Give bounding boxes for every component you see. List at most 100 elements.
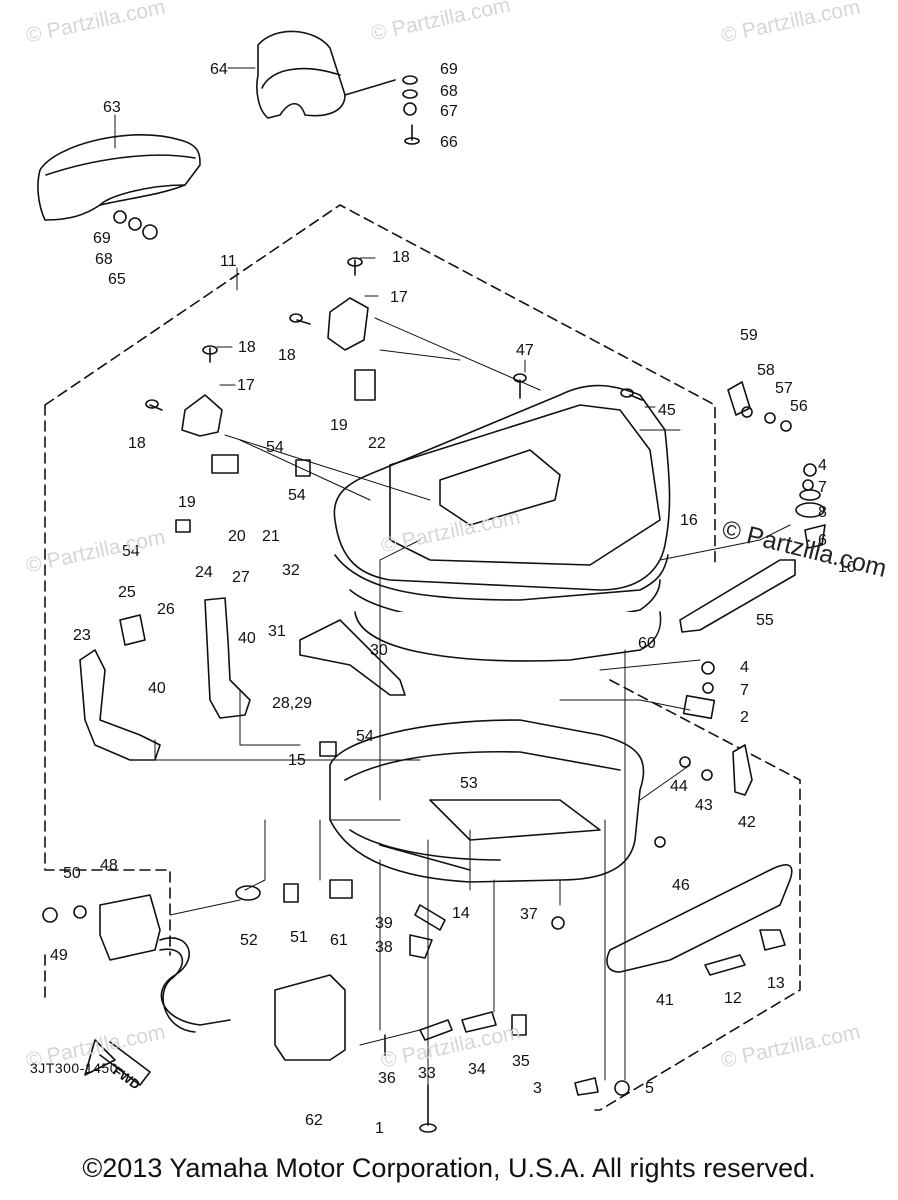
label-26: 26: [157, 601, 175, 618]
part-17-hinge-b: [327, 297, 369, 351]
label-10: 10: [838, 559, 856, 576]
lid-shell: [333, 384, 671, 626]
label-4: 4: [818, 457, 827, 474]
label-68: 68: [95, 251, 113, 268]
label-65: 65: [108, 271, 126, 288]
label-52: 52: [240, 932, 258, 949]
label-69: 69: [93, 230, 111, 247]
part-28-29-bracket: [299, 619, 406, 696]
label-34: 34: [468, 1061, 486, 1078]
label-67: 67: [440, 103, 458, 120]
label-17: 17: [237, 377, 255, 394]
label-40: 40: [148, 680, 166, 697]
fwd-arrow-icon: [84, 1039, 151, 1086]
label-54: 54: [266, 439, 284, 456]
label-60: 60: [638, 635, 656, 652]
label-64: 64: [210, 61, 228, 78]
label-51: 51: [290, 929, 308, 946]
label-6: 6: [818, 532, 827, 549]
label-5: 5: [645, 1080, 654, 1097]
label-7: 7: [818, 479, 827, 496]
label-15: 15: [288, 752, 306, 769]
label-30: 30: [370, 642, 388, 659]
label-23: 23: [73, 627, 91, 644]
label-25: 25: [118, 584, 136, 601]
label-66: 66: [440, 134, 458, 151]
label-14: 14: [452, 905, 470, 922]
label-57: 57: [775, 380, 793, 397]
part-41-trim: [606, 864, 793, 973]
label-7: 7: [740, 682, 749, 699]
part-63-top-pad: [37, 134, 201, 221]
copyright-notice: ©2013 Yamaha Motor Corporation, U.S.A. A…: [82, 1153, 816, 1183]
label-54: 54: [122, 543, 140, 560]
label-38: 38: [375, 939, 393, 956]
label-17: 17: [390, 289, 408, 306]
label-45: 45: [658, 402, 676, 419]
label-18: 18: [128, 435, 146, 452]
label-11: 11: [220, 253, 237, 270]
label-32: 32: [282, 562, 300, 579]
label-19: 19: [178, 494, 196, 511]
label-61: 61: [330, 932, 348, 949]
label-59: 59: [740, 327, 758, 344]
label-54: 54: [356, 728, 374, 745]
part-labels: 1 2 3 4 4 5 6 7 7 8 10 11 12 13 14 15 16…: [50, 61, 856, 1137]
base-tray: [329, 719, 645, 883]
part-62-cover: [274, 974, 346, 1061]
label-24: 24: [195, 564, 213, 581]
label-27: 27: [232, 569, 250, 586]
label-4: 4: [740, 659, 749, 676]
label-19: 19: [330, 417, 348, 434]
label-62: 62: [305, 1112, 323, 1129]
label-18: 18: [238, 339, 256, 356]
label-21: 21: [262, 528, 280, 545]
part-48-tail-light: [99, 894, 231, 1033]
label-31: 31: [268, 623, 286, 640]
label-3: 3: [533, 1080, 542, 1097]
assembly-boundary: [44, 204, 801, 1111]
label-16: 16: [680, 512, 698, 529]
label-56: 56: [790, 398, 808, 415]
label-22: 22: [368, 435, 386, 452]
label-39: 39: [375, 915, 393, 932]
part-60-trim: [354, 611, 662, 662]
label-35: 35: [512, 1053, 530, 1070]
part-24-bracket: [204, 597, 251, 719]
label-8: 8: [818, 504, 827, 521]
label-44: 44: [670, 778, 688, 795]
label-41: 41: [656, 992, 674, 1009]
part-55-strip: [679, 559, 796, 633]
part-23-bracket: [79, 649, 161, 761]
label-49: 49: [50, 947, 68, 964]
label-48: 48: [100, 857, 118, 874]
label-18: 18: [278, 347, 296, 364]
label-43: 43: [695, 797, 713, 814]
diagram-code: 3JT300-1450: [30, 1060, 119, 1076]
part-64-backrest: [256, 30, 396, 119]
label-28-29: 28,29: [272, 695, 312, 712]
label-68: 68: [440, 83, 458, 100]
leader-lines: [114, 67, 791, 1086]
label-55: 55: [756, 612, 774, 629]
label-46: 46: [672, 877, 690, 894]
label-63: 63: [103, 99, 121, 116]
label-42: 42: [738, 814, 756, 831]
label-20: 20: [228, 528, 246, 545]
label-54: 54: [288, 487, 306, 504]
label-37: 37: [520, 906, 538, 923]
label-1: 1: [375, 1120, 384, 1137]
label-58: 58: [757, 362, 775, 379]
label-12: 12: [724, 990, 742, 1007]
label-2: 2: [740, 709, 749, 726]
label-53: 53: [460, 775, 478, 792]
part-17-hinge-a: [181, 394, 223, 437]
label-69: 69: [440, 61, 458, 78]
label-13: 13: [767, 975, 785, 992]
label-50: 50: [63, 865, 81, 882]
label-47: 47: [516, 342, 534, 359]
label-40: 40: [238, 630, 256, 647]
label-33: 33: [418, 1065, 436, 1082]
label-18: 18: [392, 249, 410, 266]
